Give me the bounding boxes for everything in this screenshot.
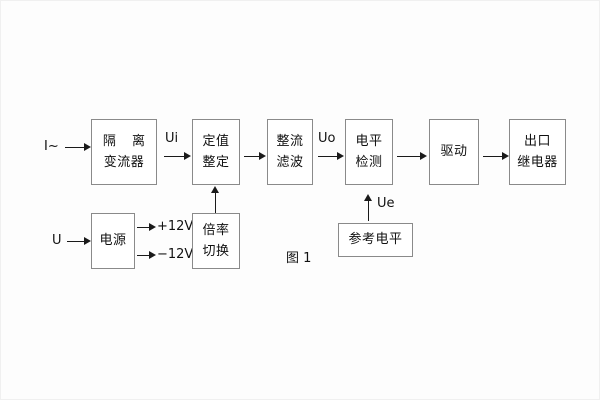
block-setting-value: 定值 整定 <box>192 119 240 185</box>
block-level-detection-line1: 电平 <box>355 133 383 149</box>
block-power-supply-line1: 电源 <box>99 233 127 249</box>
block-rectify-filter: 整流 滤波 <box>267 119 313 185</box>
block-setting-value-line1: 定值 <box>202 133 230 149</box>
current-input-arrowhead <box>84 143 91 151</box>
ue-arrowhead <box>364 194 372 201</box>
block-range-switch-line1: 倍率 <box>202 222 230 238</box>
minus-12v-arrowhead <box>149 251 156 259</box>
uo-arrowhead <box>337 152 344 160</box>
current-input-line <box>65 147 85 148</box>
range-switch-to-setting-line <box>215 191 216 213</box>
minus-12v-line <box>137 255 151 256</box>
plus-12v-arrowhead <box>149 223 156 231</box>
block-level-detection: 电平 检测 <box>345 119 393 185</box>
block-driver: 驱动 <box>429 119 479 185</box>
ue-signal-label: Ue <box>377 196 395 211</box>
plus-12v-label: +12V <box>157 219 194 234</box>
level-to-driver-arrowhead <box>420 152 427 160</box>
ue-line <box>368 199 369 221</box>
uo-line <box>318 156 338 157</box>
driver-to-relay-arrowhead <box>502 152 509 160</box>
uo-signal-label: Uo <box>318 131 336 146</box>
voltage-input-arrowhead <box>84 237 91 245</box>
block-reference-level-line1: 参考电平 <box>348 232 403 248</box>
voltage-input-label: U <box>52 233 62 248</box>
voltage-input-line <box>67 241 85 242</box>
block-rectify-filter-line2: 滤波 <box>276 155 304 170</box>
ui-signal-label: Ui <box>165 131 179 146</box>
block-range-switch: 倍率 切换 <box>192 213 240 269</box>
block-reference-level: 参考电平 <box>338 223 413 257</box>
block-level-detection-line2: 检测 <box>355 155 383 170</box>
figure-caption: 图 1 <box>286 251 312 266</box>
block-range-switch-line2: 切换 <box>202 244 230 259</box>
ui-line <box>164 156 185 157</box>
block-isolation-ct-line1: 隔 离 <box>102 133 152 149</box>
block-driver-line1: 驱动 <box>440 144 468 160</box>
block-output-relay: 出口 继电器 <box>509 119 566 185</box>
block-setting-value-line2: 整定 <box>202 155 230 170</box>
plus-12v-line <box>137 227 151 228</box>
driver-to-relay-line <box>483 156 503 157</box>
block-output-relay-line2: 继电器 <box>517 155 558 170</box>
setting-to-rectify-arrowhead <box>259 152 266 160</box>
setting-to-rectify-line <box>244 156 260 157</box>
block-isolation-ct-line2: 变流器 <box>103 155 145 170</box>
minus-12v-label: −12V <box>157 247 194 262</box>
current-input-label: I~ <box>44 139 59 154</box>
ui-arrowhead <box>184 152 191 160</box>
level-to-driver-line <box>397 156 421 157</box>
block-isolation-ct: 隔 离 变流器 <box>91 119 157 185</box>
block-rectify-filter-line1: 整流 <box>276 133 304 149</box>
range-switch-to-setting-arrowhead <box>211 186 219 193</box>
block-power-supply: 电源 <box>91 213 135 269</box>
block-output-relay-line1: 出口 <box>523 133 551 149</box>
